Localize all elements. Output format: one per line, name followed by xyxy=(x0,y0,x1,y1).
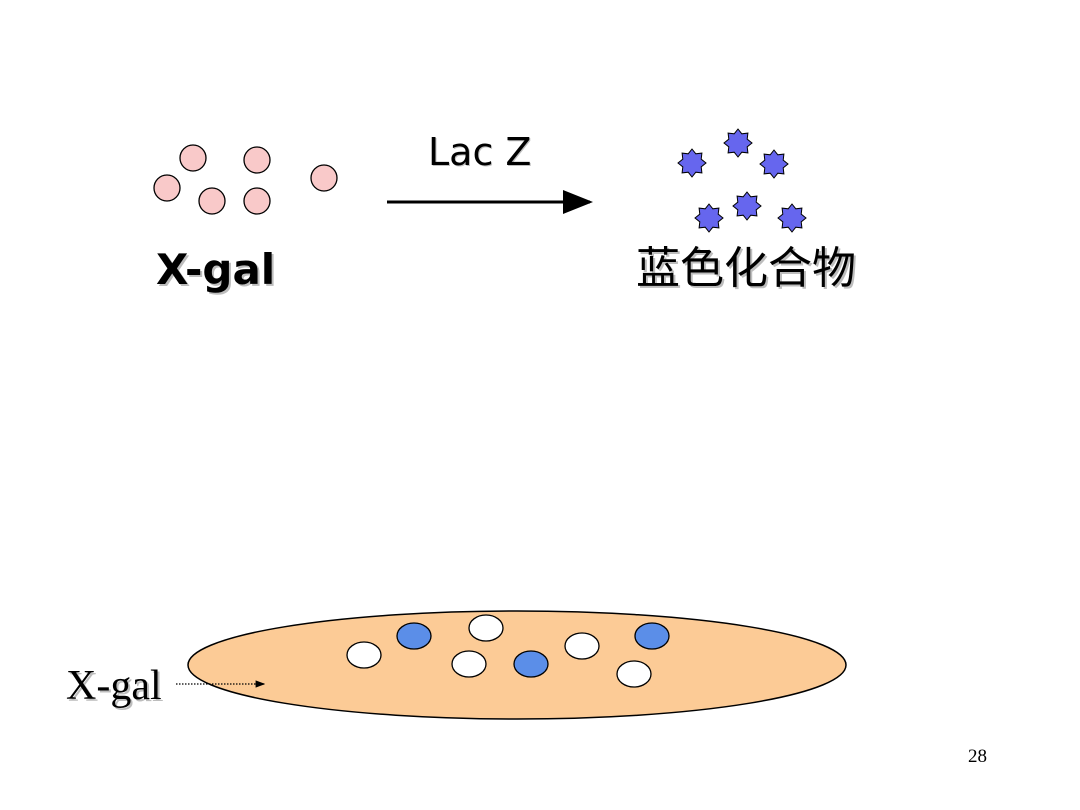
product-label: 蓝色化合物 xyxy=(636,243,856,294)
plate-label: X-gal xyxy=(66,663,162,709)
product-molecule xyxy=(759,149,789,179)
substrate-label: X-gal xyxy=(156,245,276,294)
page-number: 28 xyxy=(968,746,987,767)
product-molecule xyxy=(723,128,753,158)
blue-colony xyxy=(396,622,432,650)
product-molecule xyxy=(777,203,807,233)
white-colony xyxy=(564,632,600,660)
product-molecule xyxy=(694,203,724,233)
white-colony xyxy=(346,641,382,669)
substrate-molecules xyxy=(153,144,338,215)
blue-colony xyxy=(634,622,670,650)
substrate-molecule xyxy=(243,187,271,215)
white-colony xyxy=(468,614,504,642)
substrate-molecule xyxy=(243,146,271,174)
colonies xyxy=(346,614,670,688)
product-molecules xyxy=(677,128,807,233)
product-molecule xyxy=(732,191,762,221)
enzyme-label: Lac Z xyxy=(428,130,532,174)
substrate-molecule xyxy=(153,174,181,202)
substrate-molecule xyxy=(198,187,226,215)
blue-colony xyxy=(513,650,549,678)
product-molecule xyxy=(677,148,707,178)
white-colony xyxy=(451,650,487,678)
white-colony xyxy=(616,660,652,688)
substrate-molecule xyxy=(179,144,207,172)
substrate-molecule xyxy=(310,164,338,192)
